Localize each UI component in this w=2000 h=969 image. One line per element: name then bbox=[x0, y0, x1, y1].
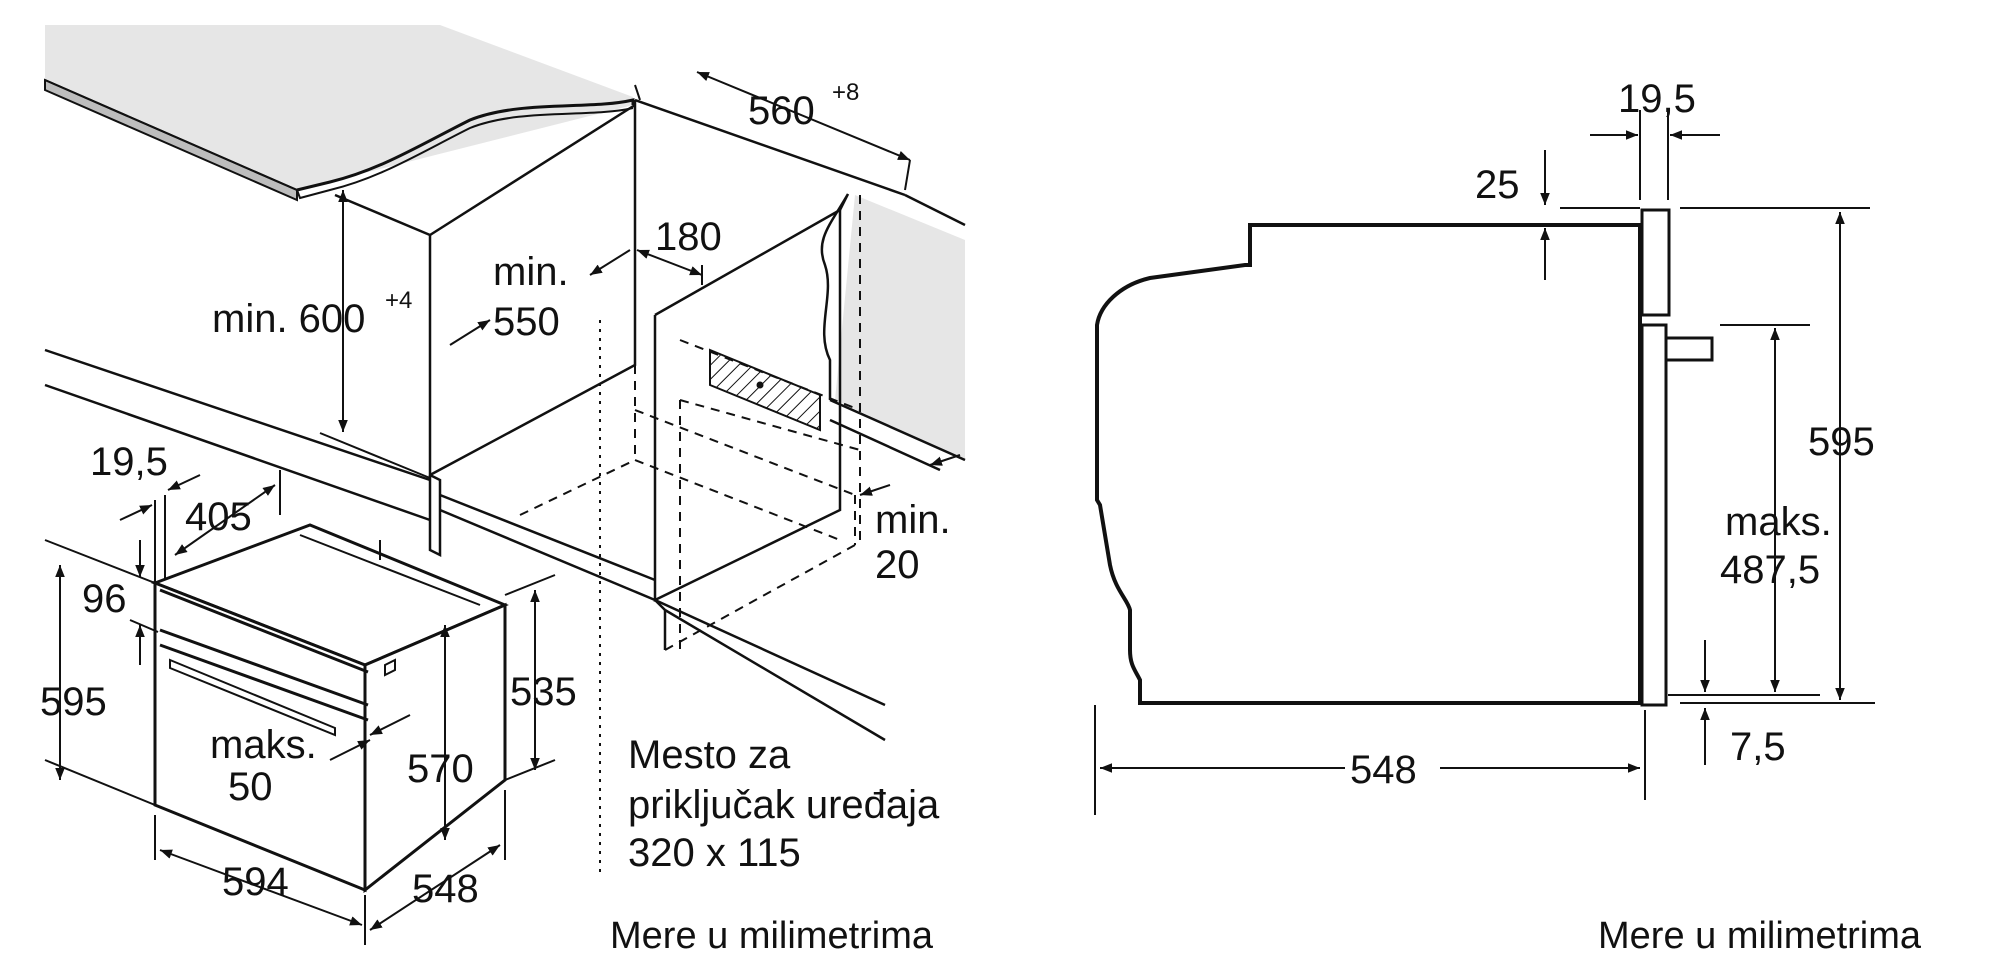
right-labels: 19,5 25 595 maks. 487,5 7,5 548 bbox=[1350, 77, 1875, 792]
right-595-label: 595 bbox=[1808, 420, 1875, 464]
oven-dimension-lines bbox=[44, 470, 556, 945]
niche-dimension-lines bbox=[319, 71, 961, 496]
right-caption: Mere u milimetrima bbox=[1598, 915, 1922, 957]
oven-width-594-label: 594 bbox=[222, 860, 289, 904]
right-max-prefix: maks. bbox=[1725, 500, 1832, 544]
max-50-value: 50 bbox=[228, 765, 273, 809]
right-548-label: 548 bbox=[1350, 748, 1417, 792]
oven-535-label: 535 bbox=[510, 670, 577, 714]
countertop bbox=[44, 25, 965, 460]
max-50-prefix: maks. bbox=[210, 723, 317, 767]
niche-min-depth-prefix: min. bbox=[493, 250, 569, 294]
left-isometric-view: 560 +8 min. 600 +4 min. 550 180 min. 20 … bbox=[40, 25, 966, 957]
niche-width-label: 560 bbox=[748, 89, 815, 133]
right-side-view: 19,5 25 595 maks. 487,5 7,5 548 Mere u m… bbox=[1094, 77, 1922, 957]
connection-note-line1: Mesto za bbox=[628, 733, 791, 777]
oven-570-label: 570 bbox=[407, 747, 474, 791]
niche-height-label: min. 600 bbox=[212, 297, 365, 341]
niche-height-tolerance: +4 bbox=[385, 287, 412, 314]
connection-note-line2: priključak uređaja bbox=[628, 783, 940, 827]
oven-body bbox=[150, 523, 509, 894]
connection-note-line3: 320 x 115 bbox=[628, 831, 801, 875]
niche-min-depth-value: 550 bbox=[493, 300, 560, 344]
niche-labels: 560 +8 min. 600 +4 min. 550 180 min. 20 bbox=[212, 79, 951, 587]
oven-height-595-label: 595 bbox=[40, 680, 107, 724]
side-min-prefix: min. bbox=[875, 498, 951, 542]
right-19-5-label: 19,5 bbox=[1618, 77, 1696, 121]
panel-405-label: 405 bbox=[185, 495, 252, 539]
oven-depth-548-label: 548 bbox=[412, 867, 479, 911]
right-max-value: 487,5 bbox=[1720, 548, 1820, 592]
right-7-5-label: 7,5 bbox=[1730, 725, 1786, 769]
left-caption: Mere u milimetrima bbox=[610, 915, 934, 957]
gap-180-label: 180 bbox=[655, 215, 722, 259]
cabinet-niche bbox=[44, 98, 966, 742]
panel-19-5-label: 19,5 bbox=[90, 440, 168, 484]
connection-note: Mesto za priključak uređaja 320 x 115 bbox=[628, 733, 940, 875]
oven-side-outline bbox=[1095, 208, 1714, 707]
right-dimension-lines bbox=[1094, 110, 1875, 815]
panel-96-label: 96 bbox=[82, 577, 127, 621]
oven-labels: 19,5 405 96 595 maks. 50 570 535 594 548 bbox=[40, 440, 577, 911]
right-25-label: 25 bbox=[1475, 163, 1520, 207]
side-min-value: 20 bbox=[875, 543, 920, 587]
niche-width-tolerance: +8 bbox=[832, 79, 859, 106]
connection-area bbox=[599, 320, 821, 875]
